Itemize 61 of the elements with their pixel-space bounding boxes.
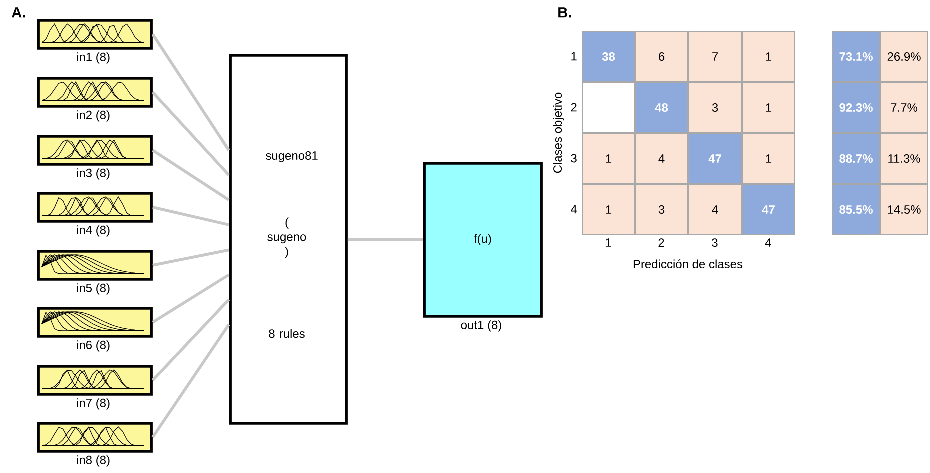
tick-label: 4 — [765, 238, 772, 247]
input-box — [37, 364, 153, 396]
matrix-cell: 92.3% — [832, 82, 880, 134]
input-box — [37, 135, 153, 166]
matrix-cell: 4 — [688, 184, 742, 236]
box-caption: in1 (8) — [77, 52, 110, 64]
box-caption: in8 (8) — [77, 456, 110, 467]
connector-line — [152, 324, 230, 438]
connector-line — [152, 34, 230, 152]
tick-label: 2 — [658, 238, 664, 247]
tick-label: 4 — [571, 205, 578, 214]
matrix-cell: 48 — [636, 82, 688, 134]
matrix-cell: 26.9% — [880, 32, 928, 82]
connector-line — [152, 91, 230, 176]
box-caption: in4 (8) — [77, 226, 110, 237]
system-box: sugeno81 ( sugeno ) 8 rules — [229, 54, 348, 425]
box-caption: in2 (8) — [77, 110, 110, 122]
box-caption: in5 (8) — [77, 284, 110, 295]
box-caption: in6 (8) — [77, 340, 110, 352]
tick-label: 3 — [571, 154, 577, 163]
box-caption: out1 (8) — [461, 320, 502, 332]
box-caption: in3 (8) — [77, 168, 110, 180]
tick-label: 3 — [712, 238, 718, 248]
matrix-cell: 88.7% — [832, 133, 880, 184]
matrix-cell: 47 — [688, 133, 742, 184]
matrix-cell: 14.5% — [880, 184, 928, 236]
matrix-cell: 4 — [636, 133, 688, 184]
matrix-cell: 73.1% — [832, 32, 880, 82]
matrix-cell: 3 — [636, 184, 688, 236]
input-box — [37, 19, 153, 50]
matrix-cell: 1 — [742, 133, 796, 184]
connector-line — [152, 298, 230, 382]
input-box — [37, 77, 153, 108]
box-caption: in7 (8) — [77, 398, 110, 410]
input-box — [37, 192, 153, 223]
matrix-cell: 7 — [688, 32, 742, 82]
connector-line — [152, 206, 230, 226]
tick-label: 1 — [572, 52, 577, 61]
panel-label: A. — [12, 8, 26, 18]
panel-label: B. — [558, 8, 572, 18]
matrix-cell: 47 — [742, 184, 796, 236]
connector-line — [152, 248, 230, 267]
connector-line — [348, 238, 423, 242]
axis-title: Clases objetivo — [553, 92, 564, 174]
connector-line — [152, 149, 230, 202]
matrix-cell: 1 — [742, 82, 796, 134]
axis-title: Predicción de clases — [634, 260, 743, 269]
output-box: f(u) — [423, 162, 543, 318]
matrix-cell: 1 — [582, 133, 636, 184]
connector-line — [152, 274, 230, 324]
matrix-cell: 3 — [688, 82, 742, 134]
matrix-cell: 85.5% — [832, 184, 880, 236]
tick-label: 2 — [571, 103, 577, 112]
matrix-cell: 38 — [582, 32, 636, 82]
input-box — [37, 422, 153, 453]
matrix-cell: 1 — [582, 184, 636, 236]
tick-label: 1 — [606, 238, 612, 247]
matrix-cell: 1 — [742, 32, 796, 82]
matrix-cell: 6 — [636, 32, 688, 82]
matrix-cell: 7.7% — [880, 82, 928, 134]
matrix-cell: 11.3% — [880, 133, 928, 184]
